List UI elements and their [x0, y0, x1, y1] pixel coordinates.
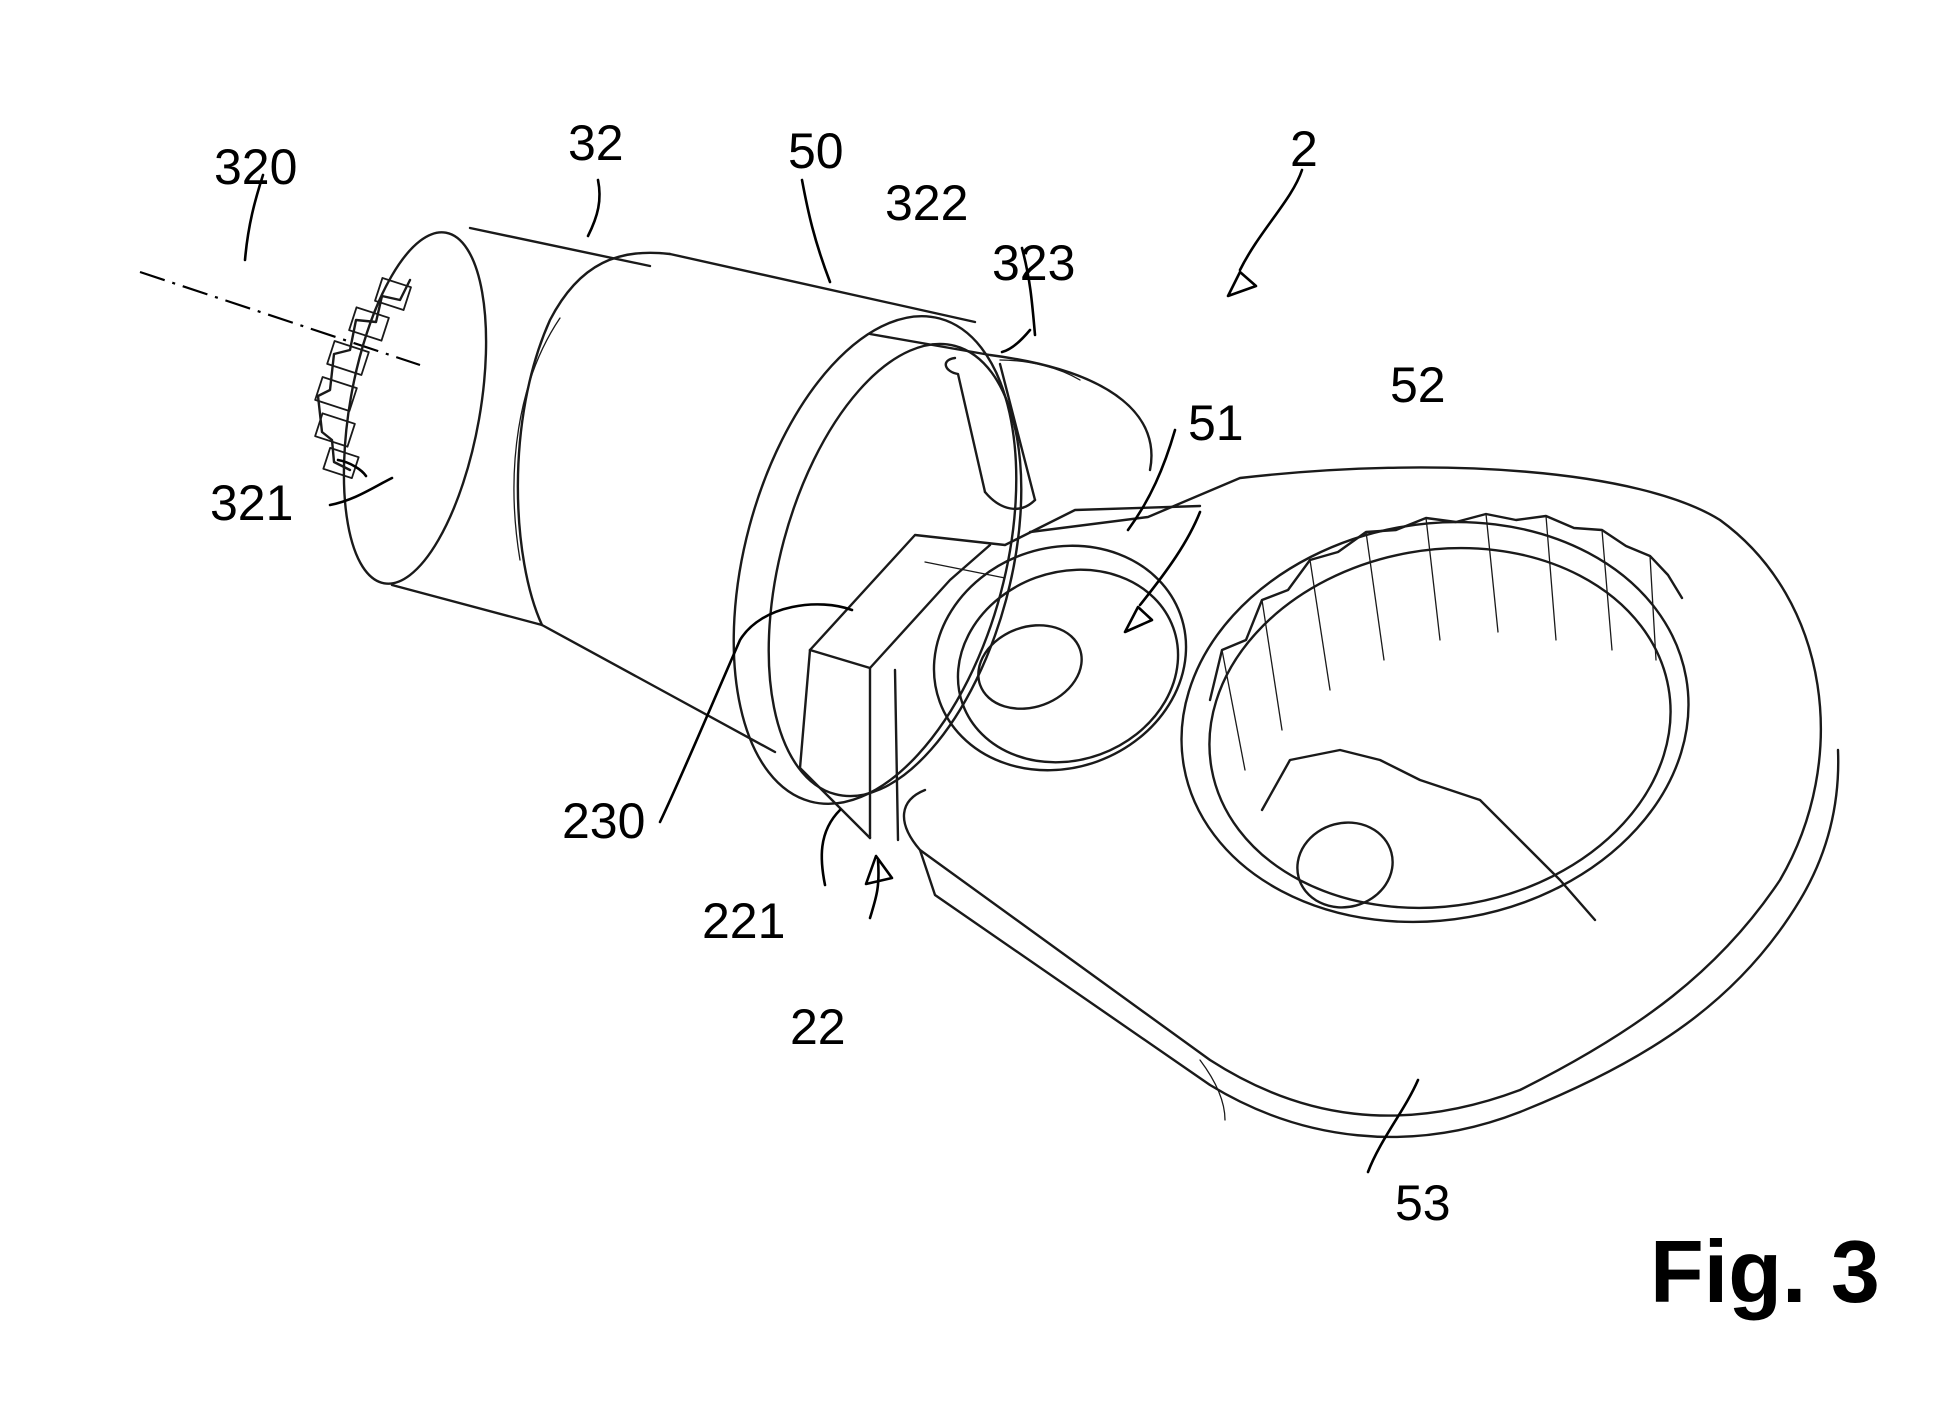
spline-shaft: [314, 277, 412, 479]
label-322: 322: [885, 175, 968, 231]
label-32: 32: [568, 115, 624, 171]
label-323: 323: [992, 235, 1075, 291]
label-51: 51: [1188, 395, 1244, 451]
joint-block-22: [798, 504, 1202, 842]
label-53: 53: [1395, 1175, 1451, 1231]
label-50: 50: [788, 123, 844, 179]
figure-caption: Fig. 3: [1650, 1222, 1880, 1321]
label-320: 320: [214, 139, 297, 195]
axis-line-320: [139, 270, 421, 367]
label-2: 2: [1290, 121, 1318, 177]
label-230: 230: [562, 793, 645, 849]
slot-323: [944, 356, 1037, 510]
label-52: 52: [1390, 357, 1446, 413]
label-221: 221: [702, 893, 785, 949]
leader-lines: [243, 168, 1420, 1174]
pin-51: [932, 544, 1188, 772]
label-22: 22: [790, 999, 846, 1055]
label-321: 321: [210, 475, 293, 531]
cylinder-32: [342, 226, 652, 627]
cylinder-50: [513, 251, 977, 754]
collar-322: [732, 314, 1153, 806]
gear-teeth-52: [1208, 512, 1684, 922]
